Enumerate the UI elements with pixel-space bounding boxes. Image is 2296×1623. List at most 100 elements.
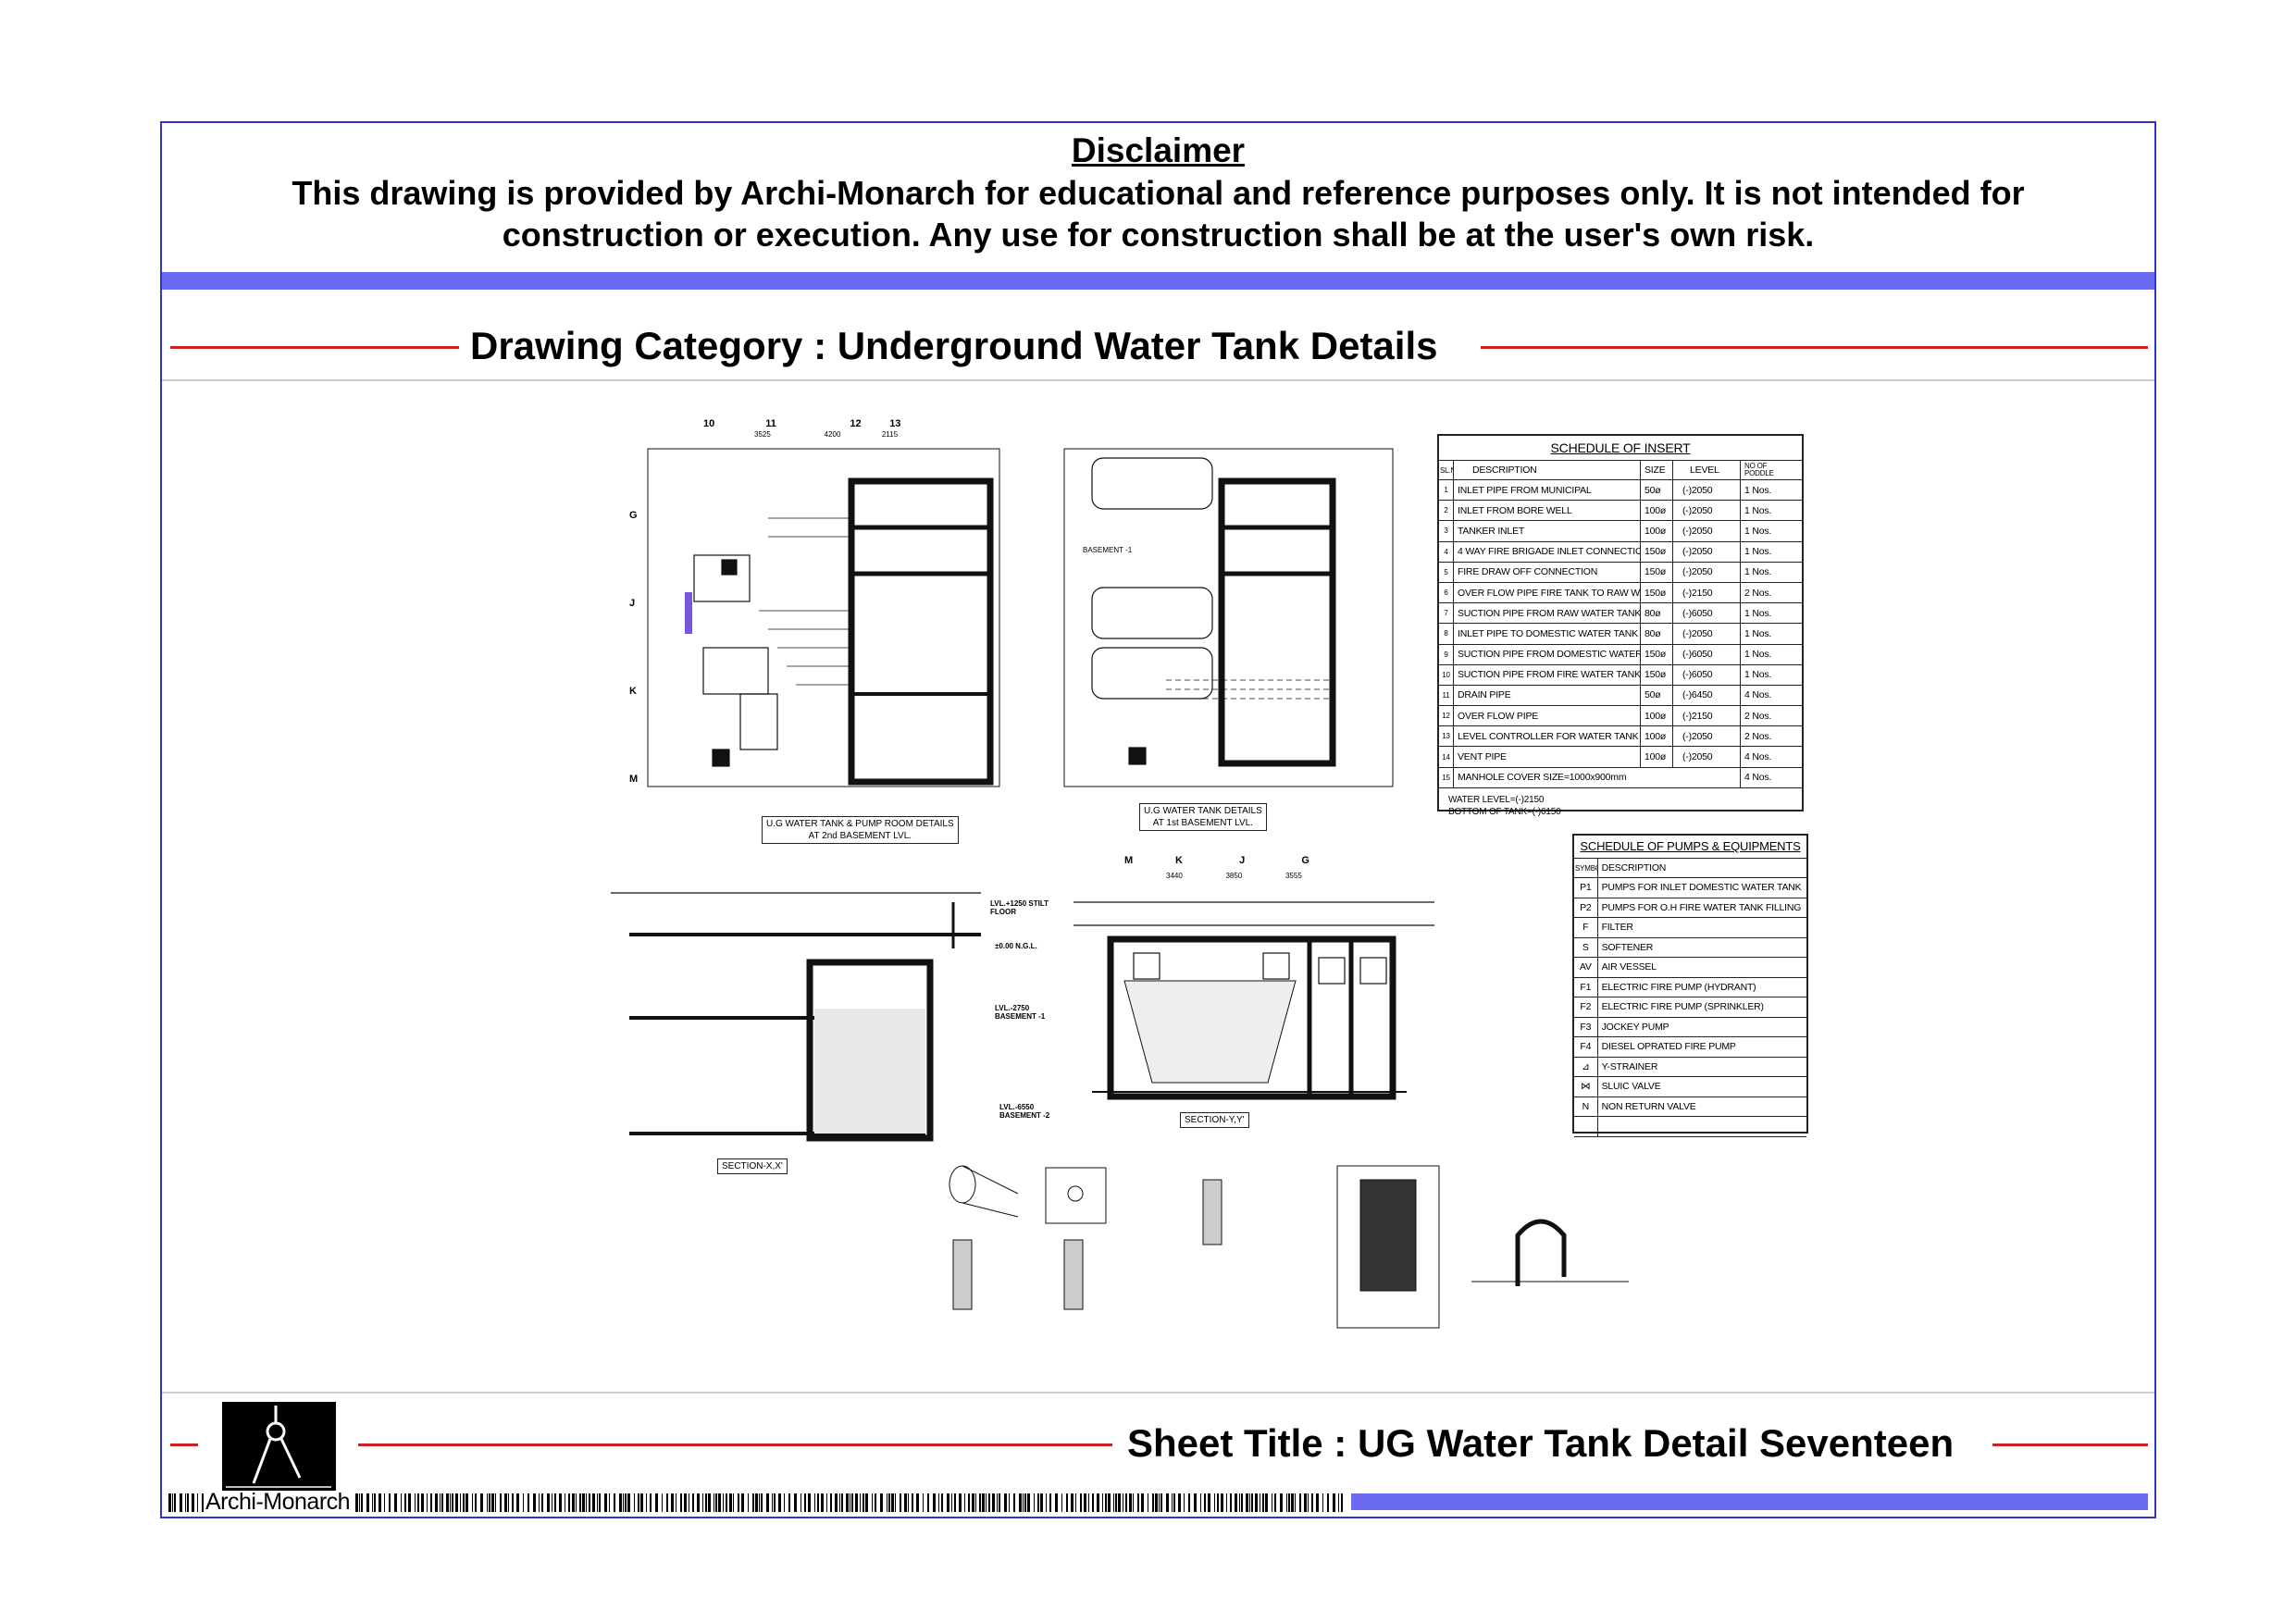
header-no-of-poddle: NO OF PODDLE bbox=[1744, 462, 1774, 477]
symbol: F2 bbox=[1574, 997, 1598, 1017]
table-row: ⊿Y-STRAINER bbox=[1574, 1057, 1806, 1077]
description: INLET PIPE FROM MUNICIPAL bbox=[1454, 480, 1641, 501]
nos: 4 Nos. bbox=[1744, 751, 1772, 763]
schedule-of-pumps-table: SCHEDULE OF PUMPS & EQUIPMENTS SYMBOL DE… bbox=[1572, 834, 1808, 1137]
nos: 2 Nos. bbox=[1744, 587, 1772, 599]
description: FILTER bbox=[1601, 922, 1633, 934]
header-slno: SL.NO. bbox=[1439, 461, 1454, 479]
divider bbox=[162, 379, 2154, 381]
nos: 1 Nos. bbox=[1744, 566, 1772, 578]
level: (-)6050 bbox=[1673, 644, 1741, 664]
description: DRAIN PIPE bbox=[1454, 685, 1641, 706]
disclaimer-line-2: construction or execution. Any use for c… bbox=[502, 216, 1815, 254]
level-basement-2: LVL.-6550 BASEMENT -2 bbox=[999, 1103, 1050, 1120]
nos: 1 Nos. bbox=[1744, 504, 1772, 516]
size: 100ø bbox=[1641, 726, 1673, 747]
size: 150ø bbox=[1641, 541, 1673, 562]
size: 150ø bbox=[1641, 664, 1673, 685]
sheet-frame bbox=[160, 121, 2156, 1518]
sl-no: 15 bbox=[1439, 767, 1454, 787]
level: (-)2050 bbox=[1673, 521, 1741, 541]
category-rule-left bbox=[170, 346, 459, 349]
footer-divider bbox=[162, 1392, 2154, 1394]
sl-no: 8 bbox=[1439, 624, 1454, 644]
category-rule-right bbox=[1481, 346, 2148, 349]
section-y bbox=[1074, 901, 1434, 1100]
size: 150ø bbox=[1641, 562, 1673, 582]
symbol: F1 bbox=[1574, 977, 1598, 997]
size: 100ø bbox=[1641, 706, 1673, 726]
symbol: F3 bbox=[1574, 1017, 1598, 1036]
description: Y-STRAINER bbox=[1601, 1060, 1658, 1072]
table-header-row: SYMBOL DESCRIPTION bbox=[1574, 859, 1806, 878]
description: OVER FLOW PIPE FIRE TANK TO RAW WATER TA… bbox=[1454, 582, 1641, 603]
nos: 2 Nos. bbox=[1744, 730, 1772, 742]
sheet-rule-middle bbox=[358, 1443, 1112, 1446]
sl-no: 2 bbox=[1439, 501, 1454, 521]
footer-accent-bar bbox=[1351, 1493, 2148, 1510]
symbol: AV bbox=[1574, 958, 1598, 977]
level: (-)2050 bbox=[1673, 624, 1741, 644]
description: SUCTION PIPE FROM DOMESTIC WATER TANK bbox=[1454, 644, 1641, 664]
description: LEVEL CONTROLLER FOR WATER TANK bbox=[1454, 726, 1641, 747]
compass-icon bbox=[226, 1406, 331, 1488]
barcode-decoration bbox=[168, 1493, 204, 1512]
description: ELECTRIC FIRE PUMP (SPRINKLER) bbox=[1601, 1001, 1764, 1013]
level: (-)6050 bbox=[1673, 603, 1741, 624]
symbol: ⋈ bbox=[1574, 1077, 1598, 1096]
nos: 1 Nos. bbox=[1744, 546, 1772, 558]
plan-1st-basement bbox=[1063, 448, 1394, 787]
table-header-row: SL.NO. DESCRIPTION SIZE LEVEL NO OF PODD… bbox=[1439, 461, 1802, 480]
size: 100ø bbox=[1641, 747, 1673, 767]
sl-no: 12 bbox=[1439, 706, 1454, 726]
header-description: DESCRIPTION bbox=[1601, 862, 1667, 873]
symbol: F bbox=[1574, 918, 1598, 937]
size: 150ø bbox=[1641, 582, 1673, 603]
description: 4 WAY FIRE BRIGADE INLET CONNECTION bbox=[1454, 541, 1641, 562]
level: (-)6450 bbox=[1673, 685, 1741, 706]
sl-no: 13 bbox=[1439, 726, 1454, 747]
grid-bubbles-top-1: 10 11 12 13 bbox=[703, 418, 901, 429]
description: OVER FLOW PIPE bbox=[1454, 706, 1641, 726]
level: (-)2150 bbox=[1673, 582, 1741, 603]
sheet-title: Sheet Title : UG Water Tank Detail Seven… bbox=[1127, 1421, 1955, 1465]
schedule-of-insert-table: SCHEDULE OF INSERT SL.NO. DESCRIPTION SI… bbox=[1437, 434, 1804, 817]
header-accent-bar bbox=[162, 272, 2154, 290]
nos: 1 Nos. bbox=[1744, 525, 1772, 537]
sl-no: 7 bbox=[1439, 603, 1454, 624]
sheet-rule-right bbox=[1992, 1443, 2148, 1446]
barcode-decoration bbox=[355, 1493, 1346, 1512]
level: (-)2050 bbox=[1673, 747, 1741, 767]
sl-no: 14 bbox=[1439, 747, 1454, 767]
symbol: F4 bbox=[1574, 1037, 1598, 1057]
description: ELECTRIC FIRE PUMP (HYDRANT) bbox=[1601, 981, 1756, 993]
grid-bubbles-section: M K J G bbox=[1124, 855, 1309, 866]
sl-no: 1 bbox=[1439, 480, 1454, 501]
header-size: SIZE bbox=[1641, 461, 1673, 479]
description: INLET FROM BORE WELL bbox=[1454, 501, 1641, 521]
nos: 1 Nos. bbox=[1744, 649, 1772, 661]
sl-no: 10 bbox=[1439, 664, 1454, 685]
header-level: LEVEL bbox=[1673, 461, 1741, 479]
description: PUMPS FOR INLET DOMESTIC WATER TANK bbox=[1601, 882, 1802, 894]
plan-2nd-basement bbox=[647, 448, 1000, 787]
description: SUCTION PIPE FROM RAW WATER TANK bbox=[1454, 603, 1641, 624]
level-stilt: LVL.+1250 STILT FLOOR bbox=[990, 899, 1049, 916]
symbol: P1 bbox=[1574, 878, 1598, 898]
